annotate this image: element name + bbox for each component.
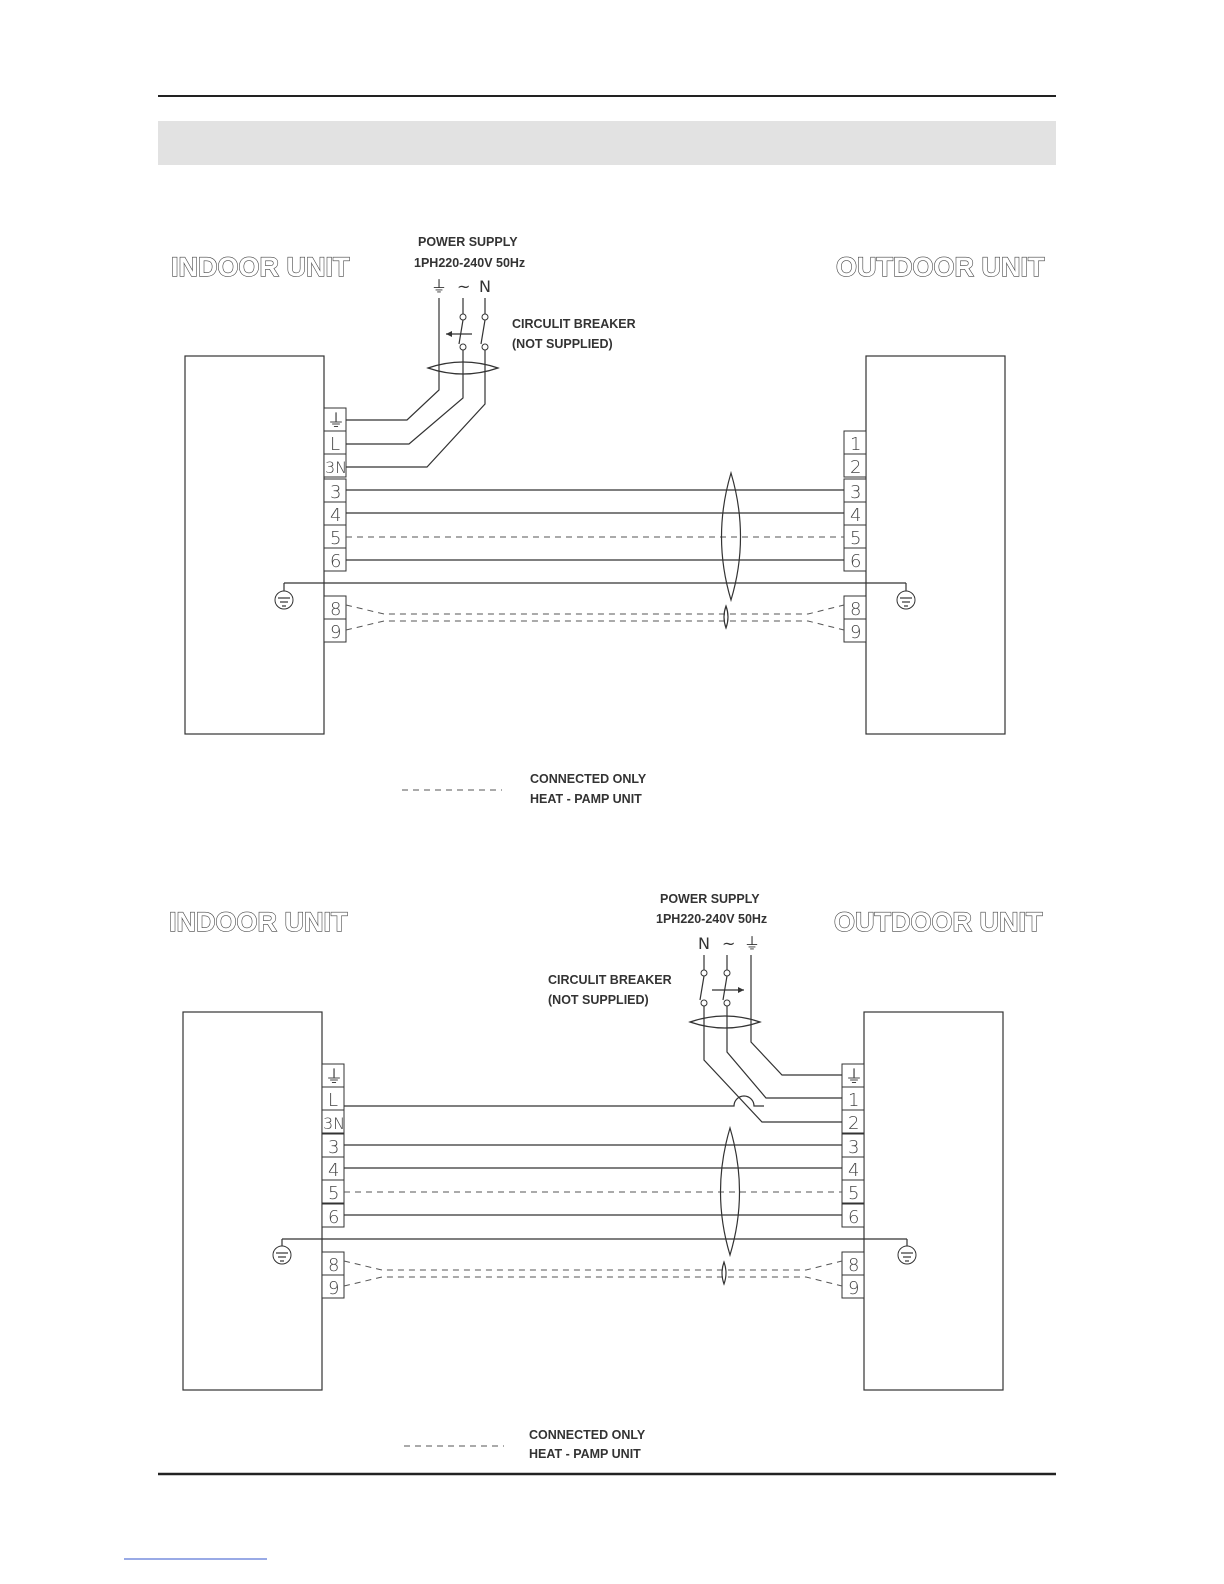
outdoor-unit-box xyxy=(865,355,1006,735)
outdoor-unit-box xyxy=(863,1011,1004,1391)
live-symbol-icon: ~ xyxy=(722,934,735,953)
ground-symbol-icon: ⏚ xyxy=(744,934,760,953)
outdoor-terminal-label: 3 xyxy=(850,482,861,503)
supply-neutral-wire xyxy=(346,376,486,468)
outdoor-terminal-label: 6 xyxy=(850,551,861,572)
indoor-terminal-label: 4 xyxy=(330,505,341,526)
indoor-unit-box xyxy=(184,355,325,735)
outdoor-terminal-label: 8 xyxy=(850,599,861,620)
power-spec-label: 1PH220-240V 50Hz xyxy=(414,256,525,270)
outdoor-unit-label: OUTDOOR UNIT xyxy=(834,907,1043,937)
outdoor-terminal-label: 9 xyxy=(848,1278,859,1299)
neutral-symbol-icon: N xyxy=(698,934,710,953)
indoor-terminal-label: 9 xyxy=(328,1278,339,1299)
earth-symbol-icon xyxy=(896,590,916,610)
outdoor-terminal-label: 5 xyxy=(848,1183,859,1204)
cable-bundle-icon xyxy=(719,1125,741,1258)
indoor-terminal-block: ⏚ L 3N 3 4 5 6 8 9 xyxy=(323,407,347,643)
earth-symbol-icon xyxy=(274,590,294,610)
power-spec-label: 1PH220-240V 50Hz xyxy=(656,912,767,926)
indoor-terminal-label: 3N xyxy=(325,458,347,477)
outdoor-terminal-block: 1 2 3 4 5 6 8 9 xyxy=(843,430,867,643)
indoor-terminal-label: 8 xyxy=(328,1255,339,1276)
outdoor-terminal-label: 1 xyxy=(848,1090,859,1111)
wiring-diagram-1: INDOOR UNIT OUTDOOR UNIT POWER SUPPLY 1P… xyxy=(170,235,1045,806)
live-symbol-icon: ~ xyxy=(457,277,470,296)
indoor-terminal-ground: ⏚ xyxy=(325,1067,343,1088)
indoor-terminal-label: 3N xyxy=(323,1114,345,1133)
indoor-unit-label: INDOOR UNIT xyxy=(171,252,350,282)
breaker-note: (NOT SUPPLIED) xyxy=(548,993,649,1007)
outdoor-terminal-label: 1 xyxy=(850,434,861,455)
outdoor-terminal-label: 6 xyxy=(848,1207,859,1228)
indoor-terminal-label: 3 xyxy=(330,482,341,503)
outdoor-terminal-label: 4 xyxy=(850,505,861,526)
breaker-label: CIRCULIT BREAKER xyxy=(548,973,672,987)
outdoor-terminal-label: 5 xyxy=(850,528,861,549)
outdoor-terminal-block: ⏚ 1 2 3 4 5 6 8 9 xyxy=(841,1063,865,1299)
outdoor-terminal-label: 9 xyxy=(850,622,861,643)
outdoor-terminal-label: 8 xyxy=(848,1255,859,1276)
wire-l xyxy=(344,1095,764,1107)
legend-text: CONNECTED ONLY xyxy=(529,1428,646,1442)
supply-ground-wire xyxy=(346,372,440,421)
earth-symbol-icon xyxy=(897,1245,917,1265)
wire-9-heat-pump xyxy=(345,620,845,631)
indoor-terminal-block: ⏚ L 3N 3 4 5 6 8 9 xyxy=(321,1063,345,1299)
outdoor-terminal-label: 2 xyxy=(850,457,861,478)
cable-bundle-icon xyxy=(720,470,742,603)
indoor-terminal-label: 6 xyxy=(330,551,341,572)
breaker-note: (NOT SUPPLIED) xyxy=(512,337,613,351)
supply-live-wire xyxy=(346,376,464,445)
power-supply-label: POWER SUPPLY xyxy=(660,892,760,906)
legend-text: HEAT - PAMP UNIT xyxy=(530,792,642,806)
outdoor-terminal-ground: ⏚ xyxy=(845,1067,863,1088)
circuit-breaker-icon xyxy=(426,298,500,376)
indoor-terminal-ground: ⏚ xyxy=(327,411,345,432)
supply-ground-wire xyxy=(750,1030,842,1076)
indoor-terminal-label: 5 xyxy=(328,1183,339,1204)
indoor-terminal-label: L xyxy=(328,1090,338,1111)
wire-9-heat-pump xyxy=(343,1276,843,1287)
neutral-symbol-icon: N xyxy=(479,277,491,296)
indoor-unit-box xyxy=(182,1011,323,1391)
outdoor-terminal-label: 2 xyxy=(848,1113,859,1134)
legend-text: CONNECTED ONLY xyxy=(530,772,647,786)
earth-symbol-icon xyxy=(272,1245,292,1265)
outdoor-terminal-label: 3 xyxy=(848,1137,859,1158)
indoor-terminal-label: L xyxy=(330,434,340,455)
section-header-band xyxy=(158,121,1056,165)
wire-8-heat-pump xyxy=(345,604,845,615)
wiring-diagram-2: INDOOR UNIT OUTDOOR UNIT POWER SUPPLY 1P… xyxy=(168,892,1043,1461)
wire-8-heat-pump xyxy=(343,1260,843,1271)
supply-live-wire xyxy=(726,1032,842,1099)
signal-bundle-icon xyxy=(723,604,729,630)
legend-text: HEAT - PAMP UNIT xyxy=(529,1447,641,1461)
signal-bundle-icon xyxy=(721,1260,727,1286)
outdoor-unit-label: OUTDOOR UNIT xyxy=(836,252,1045,282)
circuit-breaker-icon xyxy=(688,955,762,1032)
breaker-label: CIRCULIT BREAKER xyxy=(512,317,636,331)
indoor-terminal-label: 6 xyxy=(328,1207,339,1228)
indoor-terminal-label: 4 xyxy=(328,1160,339,1181)
supply-neutral-wire xyxy=(703,1032,842,1123)
indoor-terminal-label: 9 xyxy=(330,622,341,643)
indoor-terminal-label: 3 xyxy=(328,1137,339,1158)
indoor-terminal-label: 5 xyxy=(330,528,341,549)
power-supply-label: POWER SUPPLY xyxy=(418,235,518,249)
indoor-unit-label: INDOOR UNIT xyxy=(169,907,348,937)
ground-symbol-icon: ⏚ xyxy=(431,277,447,296)
indoor-terminal-label: 8 xyxy=(330,599,341,620)
outdoor-terminal-label: 4 xyxy=(848,1160,859,1181)
